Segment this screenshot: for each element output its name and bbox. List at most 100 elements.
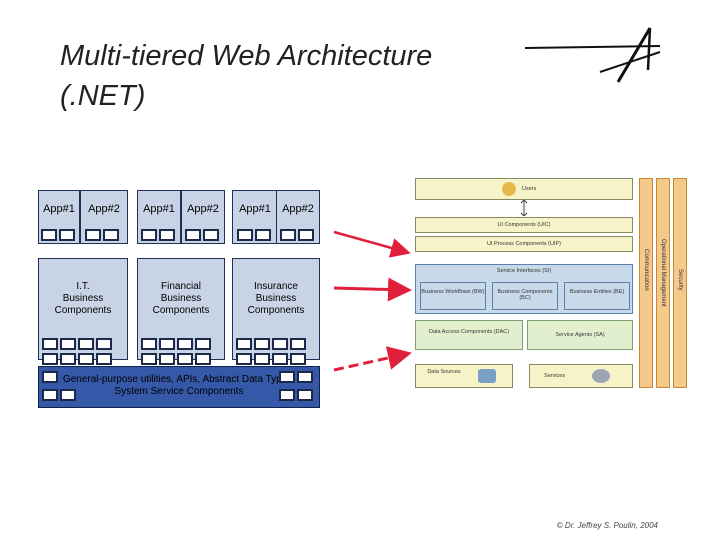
block-group [141, 229, 175, 241]
block-icon [141, 229, 157, 241]
block-group [279, 389, 313, 401]
operational-management-label: Operational Management [660, 239, 666, 307]
block-icon [42, 338, 58, 350]
block-icon [297, 371, 313, 383]
component-label-line: I.T. [76, 281, 90, 292]
component-label-line: Business [160, 293, 202, 304]
block-icon [280, 229, 296, 241]
app-label: App#1 [143, 203, 175, 215]
gp-label-line: General-purpose utilities, APIs, Abstrac… [62, 374, 296, 385]
block-icon [141, 338, 157, 350]
reference-architecture-figure: Users UI Components (UIC) UI Process Com… [407, 176, 690, 390]
business-components-box: Insurance Business Components [232, 258, 320, 365]
gp-label-line: System Service Components [114, 386, 244, 397]
ui-process-layer: UI Process Components (UIP) [415, 236, 633, 252]
block-icon [177, 338, 193, 350]
block-icon [236, 338, 252, 350]
business-entities-box: Business Entities (BE) [564, 282, 630, 310]
app-label: App#2 [88, 203, 120, 215]
block-icon [254, 353, 270, 365]
block-group [141, 338, 211, 350]
block-icon [236, 353, 252, 365]
services-box: Services [529, 364, 633, 388]
block-icon [237, 229, 253, 241]
block-icon [255, 229, 271, 241]
app-box: App#1 [38, 190, 80, 244]
operational-management-column: Operational Management [656, 178, 670, 388]
component-label-line: Insurance [254, 281, 298, 292]
block-icon [159, 229, 175, 241]
block-icon [185, 229, 201, 241]
communication-column: Communication [639, 178, 653, 388]
data-sources-box: Data Sources [415, 364, 513, 388]
block-group [236, 338, 306, 350]
copyright-text: © Dr. Jeffrey S. Poulin, 2004 [556, 521, 658, 530]
security-label: Security [677, 269, 683, 291]
app-box: App#1 [137, 190, 181, 244]
service-interfaces-label: Service Interfaces (SI) [496, 268, 552, 274]
app-label: App#2 [187, 203, 219, 215]
component-label-line: Business [62, 293, 104, 304]
component-label-line: Business [255, 293, 297, 304]
app-box: App#1 [232, 190, 278, 244]
arrow-business [333, 277, 412, 302]
block-icon [195, 338, 211, 350]
block-icon [60, 338, 76, 350]
block-group [42, 353, 112, 365]
block-group [280, 229, 314, 241]
arrow-ui [333, 230, 411, 258]
block-icon [195, 353, 211, 365]
block-icon [254, 338, 270, 350]
block-group [236, 353, 306, 365]
app-box: App#2 [80, 190, 128, 244]
title-line-2: (.NET) [60, 80, 146, 112]
arrow-data [333, 346, 412, 372]
block-icon [103, 229, 119, 241]
block-group [42, 371, 58, 383]
block-icon [59, 229, 75, 241]
business-components-box: I.T. Business Components [38, 258, 128, 365]
block-icon [141, 353, 157, 365]
block-icon [42, 371, 58, 383]
component-label-line: Components [54, 305, 112, 316]
block-group [237, 229, 271, 241]
app-box: App#2 [276, 190, 320, 244]
block-icon [298, 229, 314, 241]
block-icon [41, 229, 57, 241]
block-icon [272, 353, 288, 365]
app-label: App#1 [239, 203, 271, 215]
users-layer: Users [415, 178, 633, 200]
block-icon [272, 338, 288, 350]
block-icon [279, 371, 295, 383]
company-logo [524, 27, 661, 83]
component-label-line: Financial [160, 281, 202, 292]
app-box: App#2 [181, 190, 225, 244]
database-icon [478, 369, 496, 383]
block-group [185, 229, 219, 241]
block-group [41, 229, 75, 241]
title-line-1: Multi-tiered Web Architecture [60, 40, 433, 72]
block-icon [78, 338, 94, 350]
block-icon [42, 389, 58, 401]
users-icon [502, 182, 516, 196]
page-title: Multi-tiered Web Architecture (.NET) [60, 36, 432, 116]
security-column: Security [673, 178, 687, 388]
communication-label: Communication [643, 249, 649, 291]
business-components-box: Financial Business Components [137, 258, 225, 365]
block-icon [159, 338, 175, 350]
block-icon [203, 229, 219, 241]
block-icon [290, 338, 306, 350]
business-components-figbox: Business Components (BC) [492, 282, 558, 310]
block-icon [78, 353, 94, 365]
business-workflows-box: Business Workflows (BW) [420, 282, 486, 310]
block-group [42, 389, 76, 401]
data-access-box: Data Access Components (DAC) [415, 320, 523, 350]
block-icon [60, 353, 76, 365]
app-label: App#2 [282, 203, 314, 215]
services-label: Services [544, 373, 566, 379]
block-icon [297, 389, 313, 401]
ui-components-layer: UI Components (UIC) [415, 217, 633, 233]
block-icon [159, 353, 175, 365]
block-icon [279, 389, 295, 401]
data-sources-label: Data Sources [427, 369, 461, 375]
